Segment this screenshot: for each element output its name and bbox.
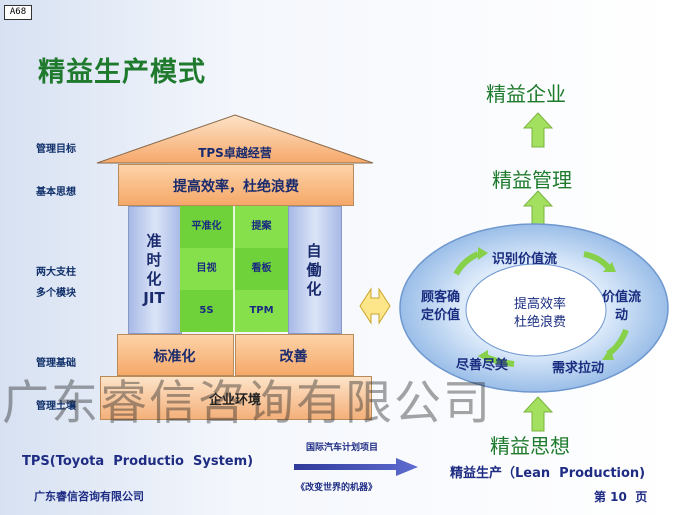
book-label: 《改变世界的机器》 (296, 483, 378, 493)
module-suggestion: 提案 (235, 206, 288, 248)
project-label: 国际汽车计划项目 (306, 443, 379, 453)
beam-label: 提高效率，杜绝浪费 (173, 179, 299, 195)
up-arrow-icon (523, 190, 553, 226)
base-improvement-label: 改善 (279, 349, 308, 365)
double-arrow-icon (359, 287, 391, 325)
pillar-jidoka-label: 自働化 (306, 242, 322, 298)
module-5s: 5S (180, 290, 233, 332)
company-name: 广东睿信咨询有限公司 (34, 490, 144, 503)
ring-center: 提高效率杜绝浪费 (513, 297, 566, 330)
ring-demand-pull: 需求拉动 (552, 361, 605, 376)
ring-identify-value-stream: 识别价值流 (492, 252, 558, 267)
ground-environment (100, 376, 372, 420)
up-arrow-icon (523, 396, 553, 432)
label-multiple-modules: 多个模块 (36, 288, 76, 299)
value-ring (399, 223, 669, 393)
tps-label: TPS(Toyota Productio System) (22, 454, 254, 469)
lean-production-label: 精益生产（Lean Production) (450, 466, 646, 481)
base-improvement (235, 334, 354, 376)
label-management-goal: 管理目标 (36, 144, 76, 155)
slide-title: 精益生产模式 (38, 57, 206, 88)
lean-thinking-label: 精益思想 (490, 434, 570, 458)
label-two-pillars: 两大支柱 (36, 267, 76, 278)
ring-perfection: 尽善尽美 (456, 358, 509, 373)
house-roof (96, 114, 374, 164)
house-beam (118, 164, 354, 206)
module-grid: 平准化 提案 目视 看板 5S TPM (180, 206, 288, 332)
roof-label: TPS卓越经营 (198, 146, 272, 160)
ring-customer-value: 顾客确定价值 (421, 290, 461, 323)
up-arrow-icon (523, 112, 553, 148)
pillar-jidoka (288, 206, 342, 334)
module-tpm: TPM (235, 290, 288, 332)
page-number: 第 10 页 (594, 490, 648, 504)
base-standardization-label: 标准化 (153, 349, 196, 365)
label-management-foundation: 管理基础 (36, 358, 76, 369)
ring-value-flow: 价值流动 (602, 290, 642, 323)
slide-tag: A68 (4, 5, 32, 20)
label-basic-thinking: 基本思想 (36, 187, 76, 198)
base-standardization (117, 334, 234, 376)
module-visual: 目视 (180, 248, 233, 290)
ground-environment-label: 企业环境 (208, 393, 261, 408)
watermark-text: 广东睿信咨询有限公司 (2, 376, 492, 431)
lean-management-label: 精益管理 (492, 168, 572, 192)
right-arrow-icon (294, 458, 418, 476)
lean-enterprise-label: 精益企业 (486, 82, 566, 106)
module-heijunka: 平准化 (180, 206, 233, 248)
module-kanban: 看板 (235, 248, 288, 290)
label-management-soil: 管理土壤 (36, 401, 76, 412)
